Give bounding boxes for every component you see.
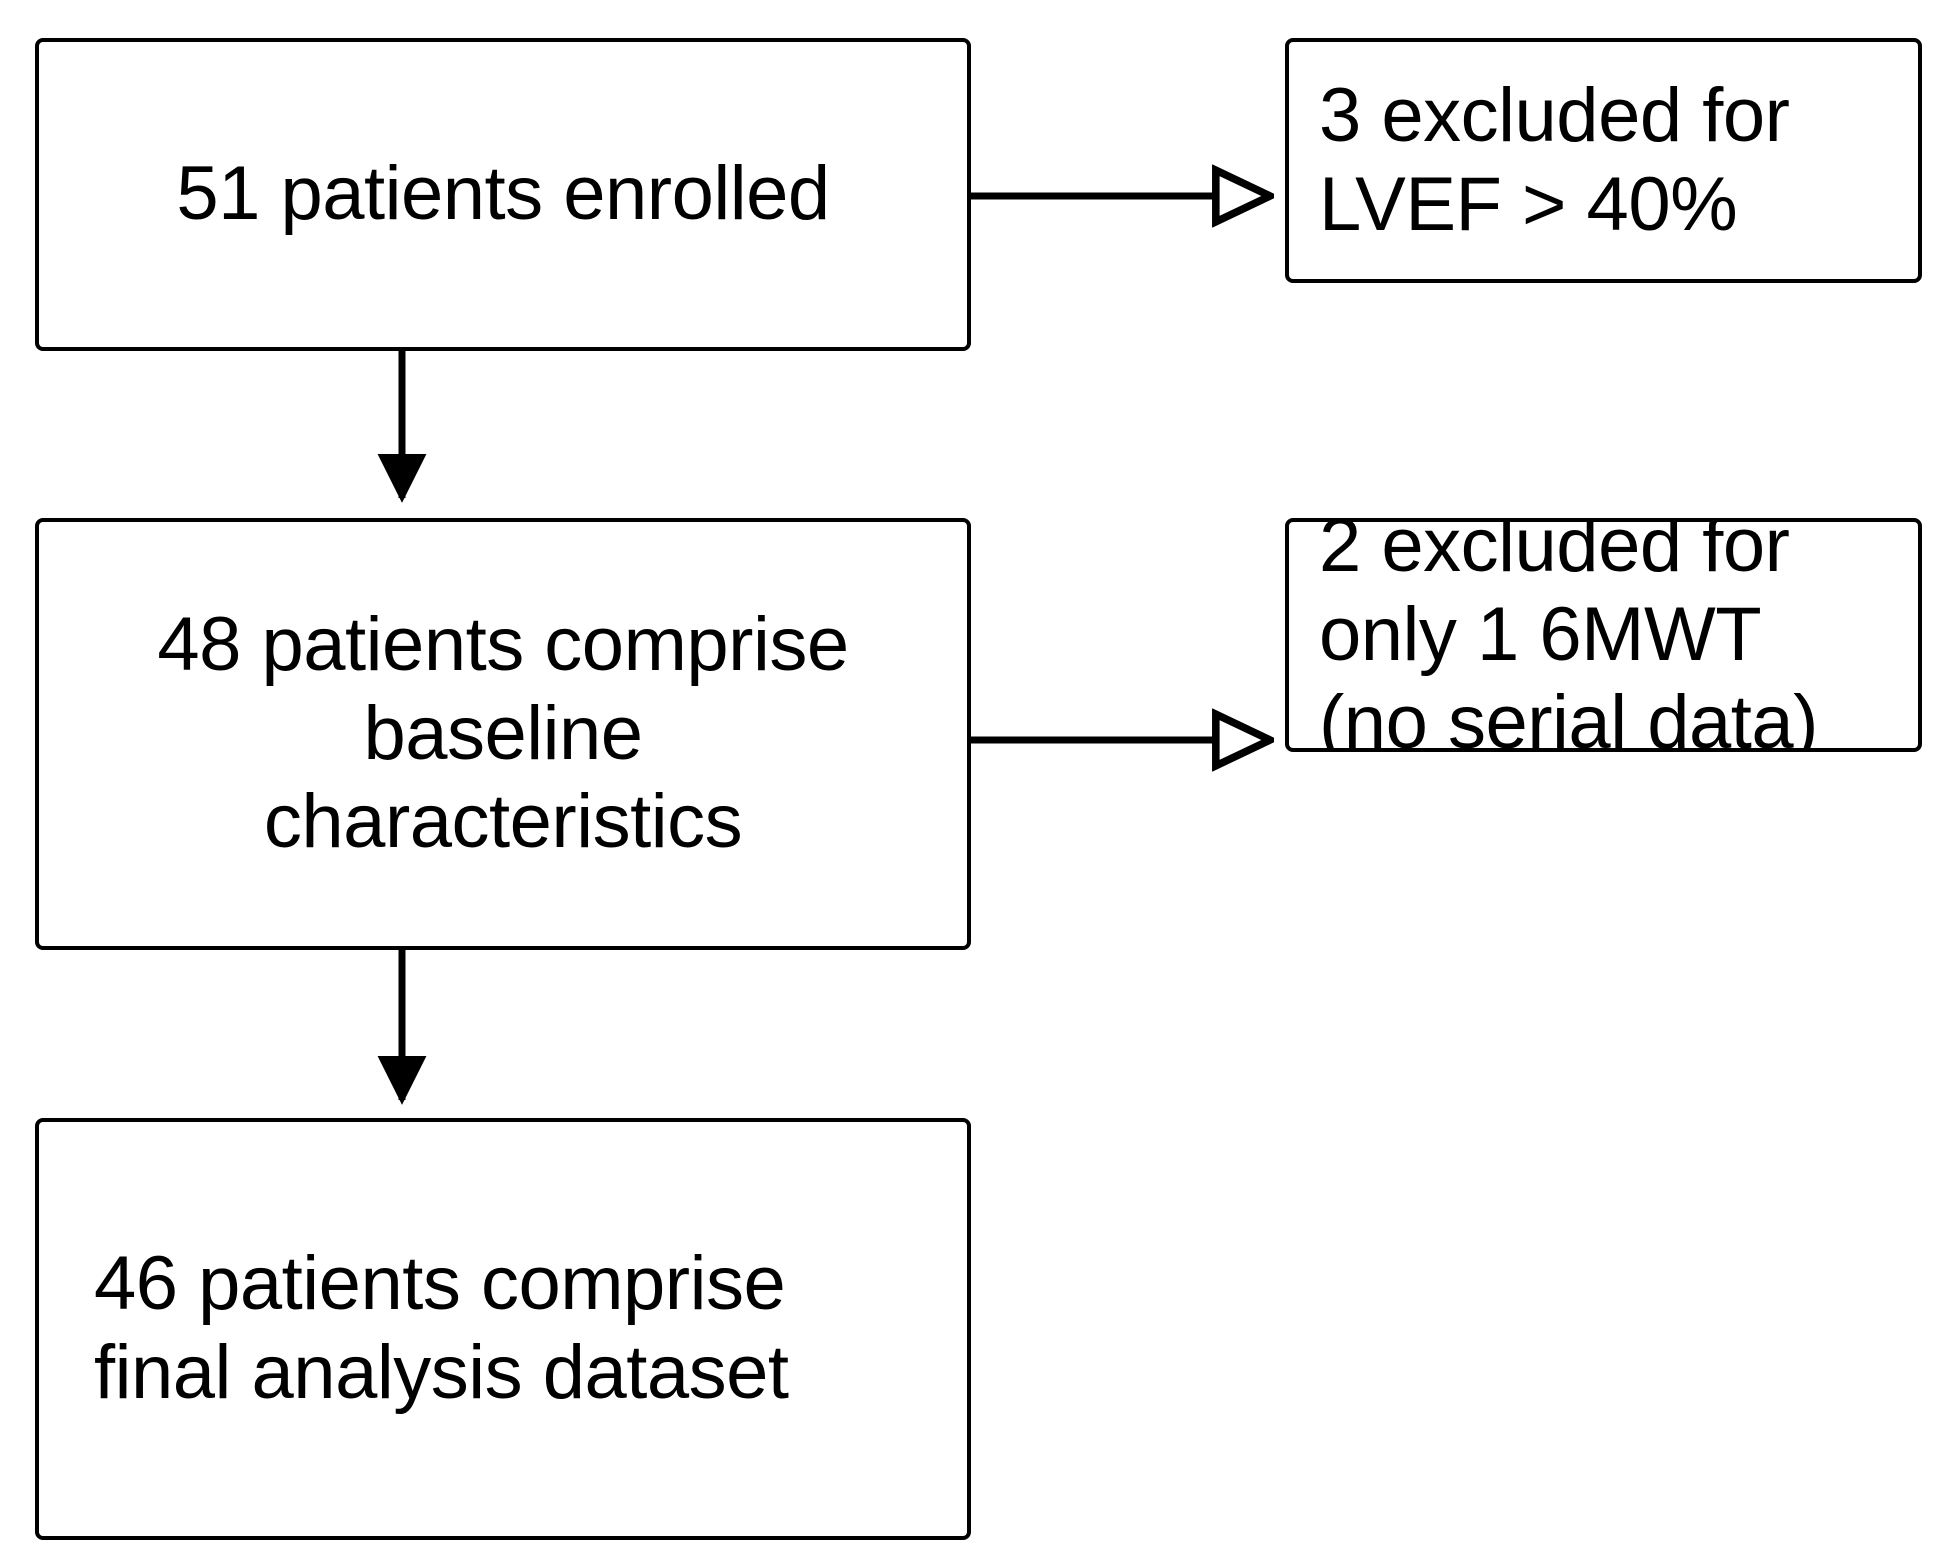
node-label: 51 patients enrolled	[176, 151, 830, 237]
node-label: 48 patients comprise baseline characteri…	[157, 601, 849, 865]
node-label: 46 patients comprise final analysis data…	[94, 1241, 789, 1415]
node-48-patients-baseline: 48 patients comprise baseline characteri…	[35, 518, 971, 950]
node-label: 2 excluded for only 1 6MWT (no serial da…	[1319, 518, 1818, 752]
node-51-patients-enrolled: 51 patients enrolled	[35, 38, 971, 351]
node-46-patients-final-analysis: 46 patients comprise final analysis data…	[35, 1118, 971, 1540]
node-3-excluded-lvef: 3 excluded for LVEF > 40%	[1285, 38, 1922, 283]
node-label: 3 excluded for LVEF > 40%	[1319, 72, 1790, 247]
node-2-excluded-6mwt: 2 excluded for only 1 6MWT (no serial da…	[1285, 518, 1922, 752]
